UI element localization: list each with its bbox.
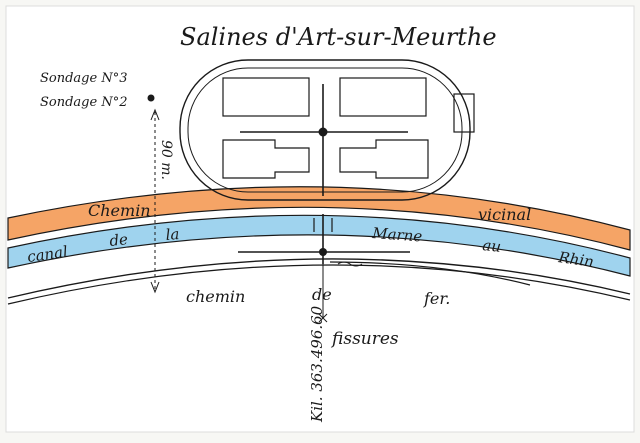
building-southeast — [339, 139, 429, 179]
distance-arrow-bottom — [150, 281, 160, 294]
annex-building — [453, 93, 475, 133]
label-rail-3: fer. — [423, 289, 450, 308]
canal-band — [7, 214, 631, 277]
label-road-right: vicinal — [478, 205, 531, 224]
well-south — [319, 248, 327, 256]
label-canal-6: Rhin — [556, 248, 595, 271]
label-sondage-2: Sondage N°2 — [40, 95, 127, 110]
label-road-left: Chemin — [88, 201, 151, 220]
label-canal-3: la — [165, 225, 180, 244]
label-rail-1: chemin — [186, 287, 245, 306]
sondage-marker — [147, 94, 155, 102]
railway-line-lower — [7, 264, 631, 305]
label-sondage-3: Sondage N°3 — [40, 71, 127, 86]
label-canal-4: Marne — [371, 224, 423, 246]
label-fissures: fissures — [330, 329, 399, 349]
fissure-squiggle — [337, 261, 363, 267]
well-center — [318, 127, 328, 137]
building-northwest — [222, 77, 310, 117]
enclosure-outer — [179, 59, 471, 201]
building-northeast — [339, 77, 427, 117]
label-canal-2: de — [109, 230, 129, 250]
building-southwest — [222, 139, 310, 179]
road-band — [7, 186, 631, 251]
label-rail-2: de — [312, 285, 332, 304]
railway-line-upper — [7, 258, 631, 299]
label-canal-1: canal — [26, 242, 69, 266]
railway-spur — [329, 261, 531, 286]
enclosure-inner — [187, 67, 463, 193]
diagram-title: Salines d'Art-sur-Meurthe — [180, 23, 497, 51]
label-canal-5: au — [482, 236, 502, 256]
label-kilometre: Kil. 363.496.60 — [308, 305, 326, 423]
label-distance: 90 m. — [158, 140, 174, 180]
fissure-mark-b — [318, 313, 328, 323]
distance-arrow-top — [150, 108, 160, 121]
